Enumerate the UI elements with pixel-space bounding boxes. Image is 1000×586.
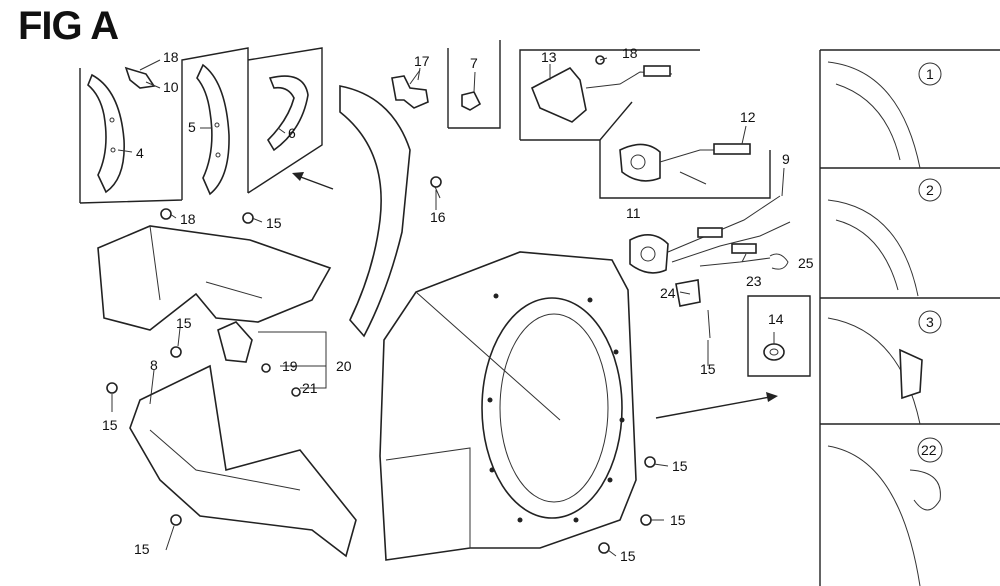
fan-housing [379, 251, 656, 561]
figure-title: FIG A [18, 4, 119, 48]
label-17: 17 [414, 53, 430, 69]
variant-label-22: 22 [921, 442, 937, 458]
label-15h: 15 [620, 548, 636, 564]
label-18c: 18 [180, 211, 196, 227]
label-15c: 15 [700, 361, 716, 377]
part-4-shield [87, 73, 125, 194]
label-15a: 15 [266, 215, 282, 231]
label-12: 12 [740, 109, 756, 125]
part-13-box [519, 49, 700, 141]
part-12-box [599, 140, 771, 199]
label-15e: 15 [672, 458, 688, 474]
label-21: 21 [302, 380, 318, 396]
label-15f: 15 [670, 512, 686, 528]
upper-left-shroud [97, 208, 332, 397]
label-11: 11 [626, 205, 641, 221]
label-6: 6 [288, 125, 296, 141]
label-15b: 15 [176, 315, 192, 331]
label-14: 14 [768, 311, 784, 327]
label-15g: 15 [134, 541, 150, 557]
part-10-clip [124, 66, 156, 89]
label-5: 5 [188, 119, 196, 135]
leader-lines [111, 57, 785, 557]
variant-panels [819, 49, 1000, 586]
part-labels: 18 10 4 5 6 17 7 13 18 12 9 11 16 18 15 … [102, 45, 937, 564]
part-14-box [747, 295, 811, 377]
wiring-group [629, 195, 791, 339]
label-20: 20 [336, 358, 352, 374]
label-9: 9 [782, 151, 790, 167]
label-10: 10 [163, 79, 179, 95]
arrow-to-variants [655, 392, 778, 419]
part-17-group [391, 69, 429, 109]
part-8-cover [106, 364, 357, 558]
label-24: 24 [660, 285, 676, 301]
label-7: 7 [470, 55, 478, 71]
label-4: 4 [136, 145, 144, 161]
label-16: 16 [430, 209, 446, 225]
part-7-box [447, 40, 501, 129]
label-23: 23 [746, 273, 762, 289]
label-18a: 18 [163, 49, 179, 65]
variant-label-2: 2 [926, 182, 934, 198]
part-6-shield [266, 75, 309, 152]
label-8: 8 [150, 357, 158, 373]
label-13: 13 [541, 49, 557, 65]
part-16-shroud [339, 85, 442, 338]
part-5-shield [196, 63, 230, 196]
variant-label-3: 3 [926, 314, 934, 330]
label-19: 19 [282, 358, 298, 374]
arrow-to-inset [292, 172, 334, 190]
label-15d: 15 [102, 417, 118, 433]
top-left-inset [79, 47, 323, 204]
variant-label-1: 1 [926, 66, 934, 82]
label-25: 25 [798, 255, 814, 271]
label-18b: 18 [622, 45, 638, 61]
